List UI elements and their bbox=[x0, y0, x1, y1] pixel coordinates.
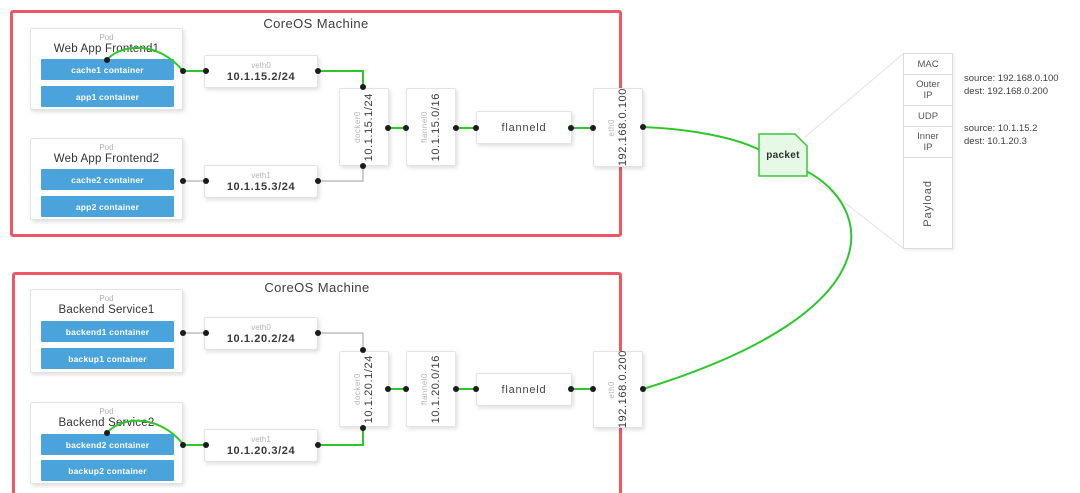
container-chip-cache2: cache2 container bbox=[41, 169, 174, 190]
packet-shape-icon bbox=[758, 133, 808, 177]
pod-name: Backend Service2 bbox=[58, 417, 155, 429]
packet-segment-udp: UDP bbox=[904, 106, 952, 127]
veth-ip: 10.1.20.2/24 bbox=[226, 332, 296, 345]
veth-label: veth0 bbox=[251, 60, 271, 70]
nic-ip: 192.168.0.100 bbox=[617, 88, 629, 167]
annotation-inner-ip: source: 10.1.15.2 dest: 10.1.20.3 bbox=[964, 123, 1038, 147]
container-chip-app2: app2 container bbox=[41, 196, 174, 217]
pod-type-label: Pod bbox=[99, 143, 114, 152]
packet-segment-payload: Payload bbox=[921, 179, 934, 227]
container-chip-cache1: cache1 container bbox=[41, 59, 174, 80]
overlay-label: flannel0 bbox=[420, 372, 429, 406]
veth-label: veth1 bbox=[251, 434, 271, 444]
eth0-nic-box-machine1: eth0 192.168.0.100 bbox=[593, 88, 643, 167]
coreos-machine-1-title: CoreOS Machine bbox=[263, 16, 369, 31]
bridge-ip: 10.1.20.1/24 bbox=[363, 354, 375, 424]
packet-node: packet bbox=[758, 133, 808, 177]
container-chip-app1: app1 container bbox=[41, 86, 174, 107]
flanneld-daemon-box-machine1: flanneld bbox=[476, 111, 572, 144]
container-chip-backup2: backup2 container bbox=[41, 460, 174, 481]
packet-segment-inner-ip: Inner IP bbox=[904, 127, 952, 158]
annotation-outer-ip: source: 192.168.0.100 dest: 192.168.0.20… bbox=[964, 73, 1059, 97]
pod-type-label: Pod bbox=[99, 294, 114, 303]
veth0-box-machine2: veth0 10.1.20.2/24 bbox=[204, 317, 318, 350]
packet-structure: MAC Outer IP UDP Inner IP Payload bbox=[903, 53, 953, 249]
veth1-box-machine1: veth1 10.1.15.3/24 bbox=[204, 165, 318, 198]
nic-label: eth0 bbox=[607, 118, 616, 137]
flanneld-daemon-box-machine2: flanneld bbox=[476, 373, 572, 406]
pod-type-label: Pod bbox=[99, 33, 114, 42]
pod-web-app-frontend1: Pod Web App Frontend1 cache1 container a… bbox=[30, 28, 183, 110]
overlay-ip: 10.1.20.0/16 bbox=[430, 354, 442, 424]
docker0-bridge-box-machine2: docker0 10.1.20.1/24 bbox=[339, 351, 389, 427]
packet-label: packet bbox=[766, 149, 800, 161]
bridge-label: docker0 bbox=[353, 373, 362, 405]
overlay-label: flannel0 bbox=[420, 110, 429, 144]
veth-label: veth1 bbox=[251, 170, 271, 180]
eth0-nic-box-machine2: eth0 192.168.0.200 bbox=[593, 350, 643, 429]
veth1-box-machine2: veth1 10.1.20.3/24 bbox=[204, 429, 318, 462]
veth0-box-machine1: veth0 10.1.15.2/24 bbox=[204, 55, 318, 88]
container-chip-backend2: backend2 container bbox=[41, 434, 174, 455]
nic-label: eth0 bbox=[607, 380, 616, 399]
overlay-ip: 10.1.15.0/16 bbox=[430, 92, 442, 162]
veth-label: veth0 bbox=[251, 322, 271, 332]
pod-backend-service2: Pod Backend Service2 backend2 container … bbox=[30, 402, 183, 484]
pod-name: Web App Frontend1 bbox=[53, 43, 160, 55]
pod-backend-service1: Pod Backend Service1 backend1 container … bbox=[30, 289, 183, 373]
pod-type-label: Pod bbox=[99, 407, 114, 416]
container-chip-backend1: backend1 container bbox=[41, 321, 174, 342]
pod-name: Backend Service1 bbox=[58, 304, 155, 316]
packet-segment-outer-ip: Outer IP bbox=[904, 75, 952, 106]
bridge-label: docker0 bbox=[353, 111, 362, 143]
flannel0-interface-box-machine2: flannel0 10.1.20.0/16 bbox=[406, 351, 456, 427]
veth-ip: 10.1.20.3/24 bbox=[226, 444, 296, 457]
bridge-ip: 10.1.15.1/24 bbox=[363, 92, 375, 162]
veth-ip: 10.1.15.2/24 bbox=[226, 70, 296, 83]
coreos-machine-2-title: CoreOS Machine bbox=[264, 280, 370, 295]
nic-ip: 192.168.0.200 bbox=[617, 350, 629, 429]
flannel0-interface-box-machine1: flannel0 10.1.15.0/16 bbox=[406, 88, 456, 166]
container-chip-backup1: backup1 container bbox=[41, 348, 174, 369]
pod-web-app-frontend2: Pod Web App Frontend2 cache2 container a… bbox=[30, 138, 183, 220]
veth-ip: 10.1.15.3/24 bbox=[226, 180, 296, 193]
docker0-bridge-box-machine1: docker0 10.1.15.1/24 bbox=[339, 88, 389, 166]
pod-name: Web App Frontend2 bbox=[53, 153, 160, 165]
packet-segment-mac: MAC bbox=[904, 54, 952, 75]
